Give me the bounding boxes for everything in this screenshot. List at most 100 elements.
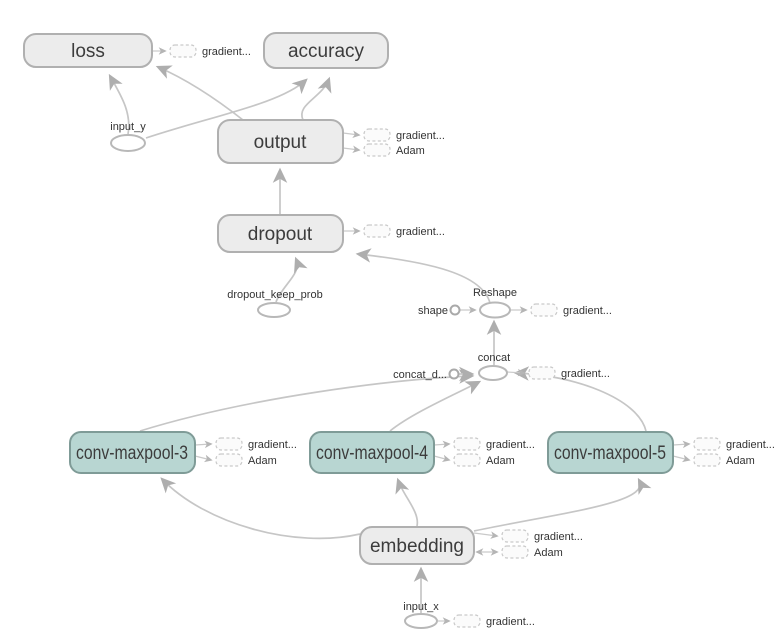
summary-reshape-gradient-shape[interactable]	[530, 303, 558, 317]
node-reshape-label: Reshape	[473, 287, 517, 299]
node-concat[interactable]: concat	[478, 352, 510, 381]
node-embedding-shape[interactable]	[359, 526, 475, 565]
node-conv-maxpool-4-shape[interactable]	[309, 431, 435, 474]
edge-dropout_keep_prob-dropout	[275, 256, 308, 303]
edge-output-accuracy	[300, 76, 332, 121]
node-dropout-shape[interactable]	[217, 214, 344, 253]
node-dropout_keep_prob[interactable]: dropout_keep_prob	[227, 289, 323, 318]
node-shape-const[interactable]: shape	[418, 304, 461, 317]
summary-conv3-gradient[interactable]: gradient...	[215, 437, 297, 451]
summary-concat-gradient-label: gradient...	[561, 368, 610, 380]
summary-conv3-adam-shape[interactable]	[215, 453, 243, 467]
edge-output-loss	[155, 65, 244, 121]
summary-conv5-gradient[interactable]: gradient...	[693, 437, 775, 451]
edge-conv5-adam	[672, 454, 691, 463]
summary-conv5-adam[interactable]: Adam	[693, 453, 755, 467]
summary-loss-gradient[interactable]: gradient...	[169, 44, 251, 58]
summary-conv4-gradient[interactable]: gradient...	[453, 437, 535, 451]
summary-conv4-adam-shape[interactable]	[453, 453, 481, 467]
summary-embedding-adam-label: Adam	[534, 547, 563, 559]
summary-input_x-gradient-shape[interactable]	[453, 614, 481, 628]
summary-concat-gradient[interactable]: gradient...	[528, 366, 610, 380]
node-reshape-shape[interactable]	[479, 301, 511, 319]
node-concat_dim-shape[interactable]	[448, 368, 460, 380]
edge-conv3-gradient	[194, 440, 213, 449]
node-conv-maxpool-4-label: conv-maxpool-4	[316, 443, 428, 464]
node-dropout_keep_prob-shape[interactable]	[257, 302, 291, 318]
summary-conv5-gradient-label: gradient...	[726, 439, 775, 451]
edge-reshape-dropout	[355, 248, 491, 304]
node-concat-label: concat	[478, 352, 510, 364]
node-loss-shape[interactable]	[23, 33, 153, 68]
node-concat_dim-label: concat_d...	[393, 369, 447, 381]
summary-conv5-adam-shape[interactable]	[693, 453, 721, 467]
summary-input_x-gradient[interactable]: gradient...	[453, 614, 535, 628]
node-output-shape[interactable]	[217, 119, 344, 164]
summary-conv4-adam[interactable]: Adam	[453, 453, 515, 467]
node-input_y[interactable]: input_y	[110, 121, 146, 152]
summary-embedding-gradient-shape[interactable]	[501, 529, 529, 543]
edge-output-gradient	[342, 130, 361, 138]
node-embedding-label: embedding	[370, 536, 464, 557]
edge-embedding-conv4	[395, 477, 419, 527]
summary-loss-gradient-label: gradient...	[202, 46, 251, 58]
node-input_x-shape[interactable]	[404, 613, 438, 629]
node-embedding[interactable]: embedding	[359, 526, 475, 565]
node-conv-maxpool-3-label: conv-maxpool-3	[76, 443, 188, 464]
node-reshape[interactable]: Reshape	[473, 287, 517, 319]
node-shape-shape[interactable]	[449, 304, 461, 316]
node-input_x[interactable]: input_x	[403, 601, 439, 629]
summary-dropout-gradient-label: gradient...	[396, 226, 445, 238]
node-conv-maxpool-5[interactable]: conv-maxpool-5	[547, 431, 674, 474]
edge-input_y-accuracy	[145, 78, 308, 139]
edges-layer	[108, 47, 691, 625]
summary-output-adam[interactable]: Adam	[363, 143, 425, 157]
summary-embedding-gradient-label: gradient...	[534, 531, 583, 543]
summary-conv3-adam[interactable]: Adam	[215, 453, 277, 467]
node-conv-maxpool-3-shape[interactable]	[69, 431, 196, 474]
summary-output-gradient-shape[interactable]	[363, 128, 391, 142]
summary-dropout-gradient[interactable]: gradient...	[363, 224, 445, 238]
summary-embedding-adam-shape[interactable]	[501, 545, 529, 559]
summary-output-adam-shape[interactable]	[363, 143, 391, 157]
node-loss-label: loss	[71, 41, 105, 62]
node-concat_dim-const[interactable]: concat_d...	[393, 368, 460, 381]
summary-loss-gradient-shape[interactable]	[169, 44, 197, 58]
node-accuracy-shape[interactable]	[263, 32, 389, 69]
edge-embedding-conv5	[473, 477, 652, 532]
summary-conv5-adam-label: Adam	[726, 455, 755, 467]
summary-conv4-gradient-shape[interactable]	[453, 437, 481, 451]
node-conv-maxpool-5-shape[interactable]	[547, 431, 674, 474]
summary-dropout-gradient-shape[interactable]	[363, 224, 391, 238]
summary-conv3-adam-label: Adam	[248, 455, 277, 467]
edge-input_y-loss	[108, 73, 130, 135]
summary-conv5-gradient-shape[interactable]	[693, 437, 721, 451]
edge-conv4-adam	[433, 454, 451, 463]
node-conv-maxpool-4[interactable]: conv-maxpool-4	[309, 431, 435, 474]
node-input_y-shape[interactable]	[110, 134, 146, 152]
edge-output-adam	[342, 145, 361, 153]
node-output[interactable]: output	[217, 119, 344, 164]
summary-conv4-adam-label: Adam	[486, 455, 515, 467]
node-accuracy[interactable]: accuracy	[263, 32, 389, 69]
summary-reshape-gradient[interactable]: gradient...	[530, 303, 612, 317]
summary-embedding-gradient[interactable]: gradient...	[501, 529, 583, 543]
node-concat-shape[interactable]	[478, 365, 508, 381]
node-loss[interactable]: loss	[23, 33, 153, 68]
node-dropout[interactable]: dropout	[217, 214, 344, 253]
summary-conv4-gradient-label: gradient...	[486, 439, 535, 451]
summary-conv3-gradient-shape[interactable]	[215, 437, 243, 451]
node-shape-label: shape	[418, 305, 448, 317]
summary-embedding-adam[interactable]: Adam	[501, 545, 563, 559]
edge-embedding-gradient	[473, 531, 499, 539]
summary-conv3-gradient-label: gradient...	[248, 439, 297, 451]
edge-conv5-concat	[513, 366, 647, 432]
node-dropout-label: dropout	[248, 224, 313, 245]
summary-output-adam-label: Adam	[396, 145, 425, 157]
edge-conv5-gradient	[672, 440, 691, 449]
summary-output-gradient[interactable]: gradient...	[363, 128, 445, 142]
node-conv-maxpool-3[interactable]: conv-maxpool-3	[69, 431, 196, 474]
summary-concat-gradient-shape[interactable]	[528, 366, 556, 380]
